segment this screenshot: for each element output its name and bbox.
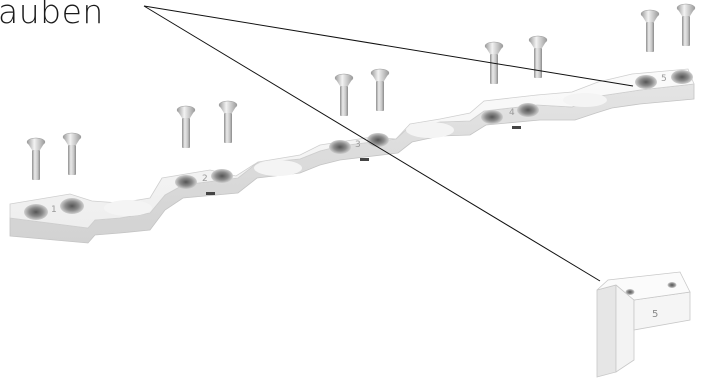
segment-label: 2: [202, 174, 208, 184]
bracket-hole: [667, 282, 677, 288]
segment-label: 1: [51, 205, 57, 215]
screw: [26, 137, 46, 180]
bracket-part: 5: [596, 271, 691, 378]
leader-line: [143, 5, 601, 282]
screw: [334, 73, 354, 116]
screw: [484, 41, 504, 84]
segment-label: 4: [509, 108, 515, 118]
rail-scallop: [104, 200, 152, 216]
screw: [62, 132, 82, 175]
rail-scallop: [254, 160, 302, 176]
rail-slot-marker: [360, 158, 369, 161]
leader-lines: [143, 5, 634, 282]
screw: [676, 3, 696, 46]
screw: [218, 100, 238, 143]
screws: [26, 3, 696, 180]
rail-side-face: [9, 83, 695, 244]
rail-slot-marker: [206, 192, 215, 195]
segment-label: 3: [355, 140, 361, 150]
callout-label: auben: [0, 0, 104, 31]
bracket-hole: [625, 289, 635, 295]
rail-slot-marker: [512, 126, 521, 129]
leader-line: [143, 5, 634, 87]
screw: [640, 9, 660, 52]
rail-scallop: [406, 122, 454, 138]
segment-label: 5: [661, 74, 667, 84]
screw: [370, 68, 390, 111]
rail-scallop: [563, 93, 607, 107]
bracket-label: 5: [652, 309, 658, 320]
screw: [176, 105, 196, 148]
